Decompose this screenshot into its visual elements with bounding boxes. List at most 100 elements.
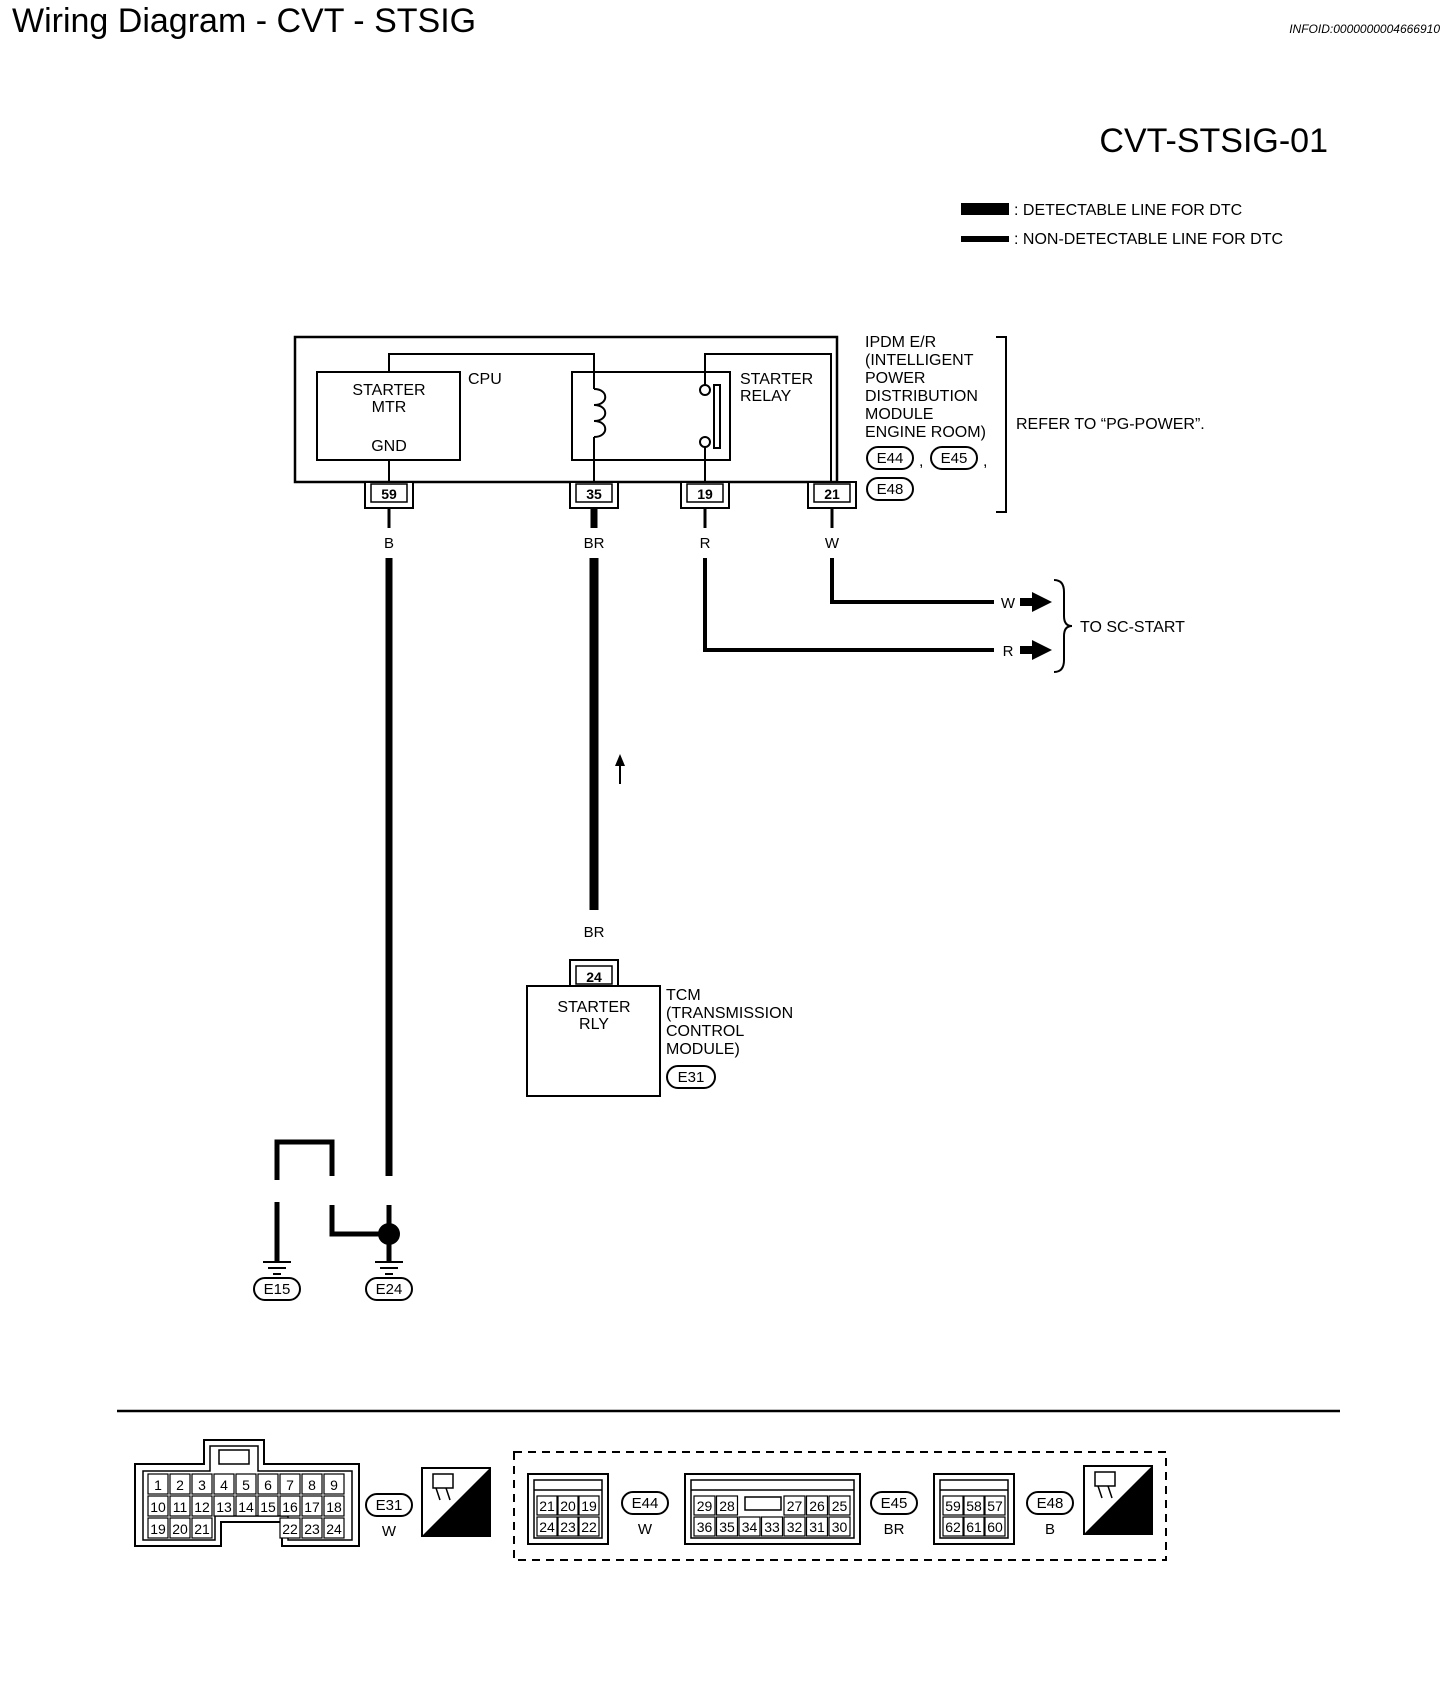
cavity-number: 33 — [764, 1519, 780, 1535]
cavity-number: 5 — [242, 1477, 250, 1493]
ipdm-box — [293, 335, 839, 484]
wire-color-r-top: R — [700, 535, 711, 552]
cavity-number: 3 — [198, 1477, 206, 1493]
cavity-number: 60 — [987, 1519, 1003, 1535]
tcm-title-2: (TRANSMISSION — [666, 1005, 793, 1022]
cavity-box — [828, 1516, 851, 1537]
cavity-number: 26 — [809, 1498, 825, 1514]
ipdm-title-3: POWER — [865, 370, 925, 387]
page-title: Wiring Diagram - CVT - STSIG — [12, 2, 476, 40]
cavity-box — [557, 1495, 579, 1516]
cavity-box — [963, 1516, 985, 1537]
tcm-box-label-1: STARTER — [557, 999, 630, 1016]
cavity-number: 9 — [330, 1477, 338, 1493]
ground-e15 — [253, 1277, 301, 1301]
cavity-number: 6 — [264, 1477, 272, 1493]
info-id: INFOID:0000000004666910 — [1289, 22, 1440, 36]
ipdm-title-6: ENGINE ROOM) — [865, 424, 986, 441]
ground-wiring: B B — [270, 1139, 400, 1262]
cavity-box — [147, 1517, 169, 1539]
starter-mtr-label-2: MTR — [372, 399, 407, 416]
cavity-box — [738, 1516, 761, 1537]
cavity-box — [257, 1473, 279, 1495]
cavity-box — [323, 1473, 345, 1495]
svg-text:E48: E48 — [877, 481, 904, 498]
ipdm-pin-35: 35 — [569, 481, 619, 509]
cavity-box — [257, 1495, 279, 1517]
tcm-title-3: CONTROL — [666, 1023, 744, 1040]
cavity-box — [578, 1495, 600, 1516]
cavity-box — [536, 1516, 558, 1537]
cavity-box — [693, 1516, 716, 1537]
cavity-number: 61 — [966, 1519, 982, 1535]
cavity-number: 15 — [260, 1499, 276, 1515]
wire-color-b-top: B — [384, 535, 394, 552]
arrow-w-right — [1020, 592, 1052, 612]
cavity-number: 30 — [832, 1519, 848, 1535]
svg-text:H.S.: H.S. — [447, 1512, 486, 1534]
ipdm-pin-21: 21 — [807, 481, 857, 509]
cavity-number: 35 — [719, 1519, 735, 1535]
cavity-number: 36 — [697, 1519, 713, 1535]
starter-relay-label-1: STARTER — [740, 371, 813, 388]
cavity-box — [578, 1516, 600, 1537]
ground-symbol-e24: E24 — [365, 1261, 413, 1301]
legend-non-detectable: : NON-DETECTABLE LINE FOR DTC — [1014, 231, 1283, 248]
cavity-number: 20 — [172, 1521, 188, 1537]
cavity-number: 25 — [832, 1498, 848, 1514]
ipdm-title-2: (INTELLIGENT — [865, 352, 974, 369]
cavity-box — [213, 1473, 235, 1495]
cavity-box — [693, 1495, 716, 1516]
ipdm-title-4: DISTRIBUTION — [865, 388, 978, 405]
tcm-box — [526, 985, 661, 1097]
ipdm-connector-e48: E48 — [866, 477, 914, 501]
refer-pg-power: REFER TO “PG-POWER”. — [1016, 416, 1205, 433]
cavity-box — [235, 1473, 257, 1495]
svg-text:59: 59 — [381, 486, 397, 502]
relay-contacts — [699, 376, 721, 482]
signal-direction-arrow — [615, 754, 625, 784]
cavity-box — [760, 1516, 784, 1537]
cavity-box — [323, 1495, 345, 1517]
svg-text:35: 35 — [586, 486, 602, 502]
splice-junction — [378, 1223, 400, 1245]
cavity-box — [984, 1495, 1006, 1516]
cavity-number: 10 — [150, 1499, 166, 1515]
cavity-box — [301, 1473, 323, 1495]
cavity-number: 23 — [560, 1519, 576, 1535]
cavity-box — [279, 1473, 301, 1495]
svg-text:E24: E24 — [376, 1281, 403, 1298]
wire-color-br-top: BR — [584, 535, 605, 552]
to-sc-start: TO SC-START — [1080, 619, 1185, 636]
cavity-number: 28 — [719, 1498, 735, 1514]
cavity-box — [191, 1495, 213, 1517]
svg-text:E31: E31 — [678, 1069, 705, 1086]
cavity-box — [805, 1516, 829, 1537]
relay-coil — [593, 372, 607, 482]
cavity-box — [169, 1473, 191, 1495]
cavity-box — [301, 1517, 323, 1539]
tcm-module: 24 STARTER RLY TCM (TRANSMISSION CONTROL… — [526, 959, 793, 1097]
cavity-box — [557, 1516, 579, 1537]
cavity-box — [213, 1495, 235, 1517]
cavity-number: 31 — [809, 1519, 825, 1535]
tcm-connector-e31 — [666, 1065, 716, 1089]
legend-detectable: : DETECTABLE LINE FOR DTC — [1014, 202, 1242, 219]
wire-color-br-bottom: BR — [584, 924, 605, 941]
cavity-box — [323, 1517, 345, 1539]
wire-color-r-right: R — [1003, 643, 1014, 660]
cavity-number: 8 — [308, 1477, 316, 1493]
svg-text:,: , — [983, 453, 987, 470]
non-detectable-line-swatch — [961, 236, 1009, 242]
cavity-number: 59 — [945, 1498, 961, 1514]
cavity-number: 14 — [238, 1499, 254, 1515]
cavity-box — [783, 1516, 806, 1537]
cavity-number: 2 — [176, 1477, 184, 1493]
cavity-number: 11 — [173, 1499, 188, 1515]
ipdm-pin-19: 19 — [680, 481, 730, 509]
cavity-box — [783, 1495, 806, 1516]
